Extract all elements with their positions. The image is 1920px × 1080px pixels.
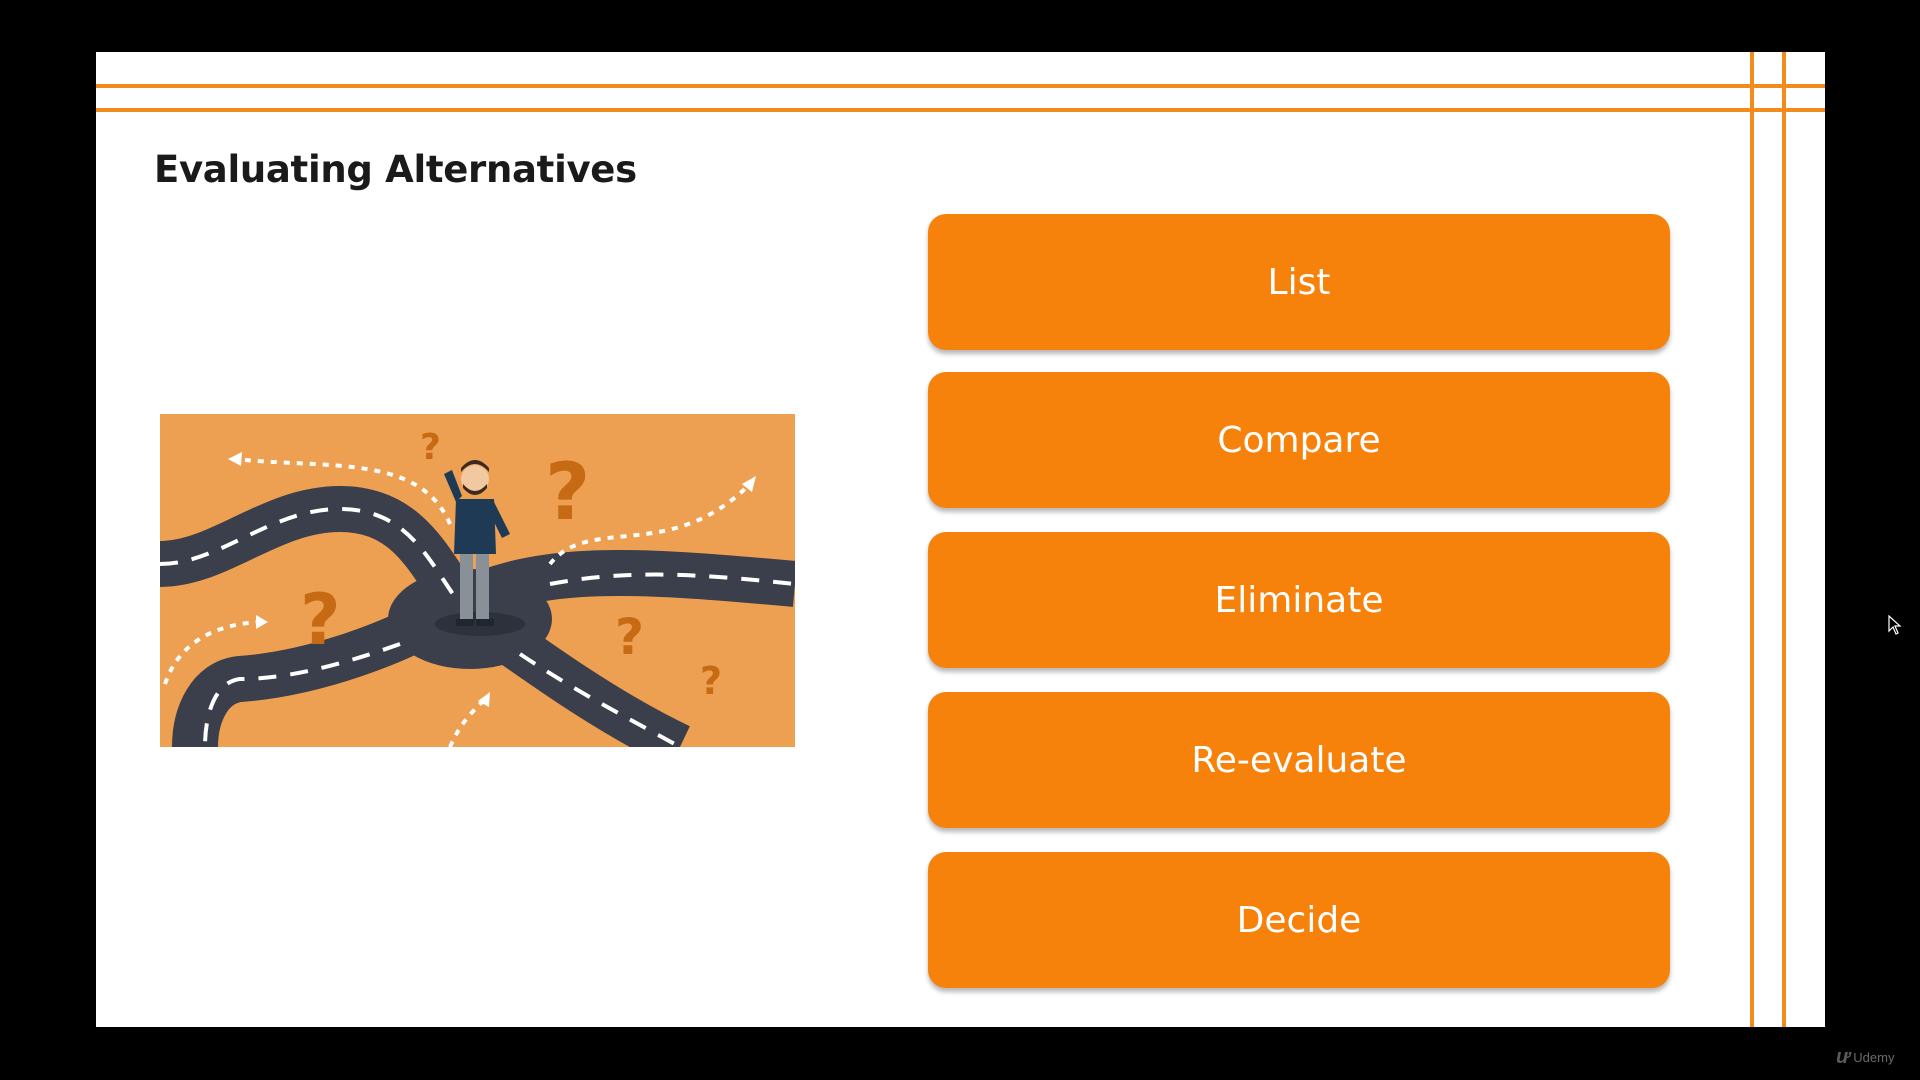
- step-label: Eliminate: [1214, 579, 1384, 621]
- step-label: Decide: [1236, 899, 1362, 941]
- top-border-line-1: [96, 84, 1825, 88]
- step-label: Re-evaluate: [1191, 739, 1407, 781]
- top-border-line-2: [96, 108, 1825, 112]
- watermark-text: Udemy: [1853, 1050, 1895, 1065]
- step-eliminate-button[interactable]: Eliminate: [928, 532, 1670, 668]
- question-mark-icon: ?: [300, 579, 341, 661]
- udemy-watermark: ư Udemy: [1836, 1046, 1894, 1069]
- step-label: List: [1267, 261, 1331, 303]
- question-mark-icon: ?: [545, 448, 590, 538]
- step-re-evaluate-button[interactable]: Re-evaluate: [928, 692, 1670, 828]
- question-mark-icon: ?: [615, 608, 644, 666]
- right-border-line-1: [1750, 52, 1754, 1027]
- mouse-cursor-icon: [1888, 614, 1902, 639]
- question-mark-icon: ?: [700, 659, 722, 703]
- udemy-logo-icon: ư: [1836, 1046, 1851, 1068]
- right-border-line-2: [1782, 52, 1786, 1027]
- slide-title: Evaluating Alternatives: [154, 148, 637, 191]
- step-label: Compare: [1217, 419, 1381, 461]
- question-mark-icon: ?: [420, 427, 441, 468]
- step-list-button[interactable]: List: [928, 214, 1670, 350]
- crossroads-illustration-icon: ? ? ? ? ?: [158, 414, 798, 768]
- step-decide-button[interactable]: Decide: [928, 852, 1670, 988]
- step-compare-button[interactable]: Compare: [928, 372, 1670, 508]
- slide: Evaluating Alternatives: [96, 52, 1825, 1027]
